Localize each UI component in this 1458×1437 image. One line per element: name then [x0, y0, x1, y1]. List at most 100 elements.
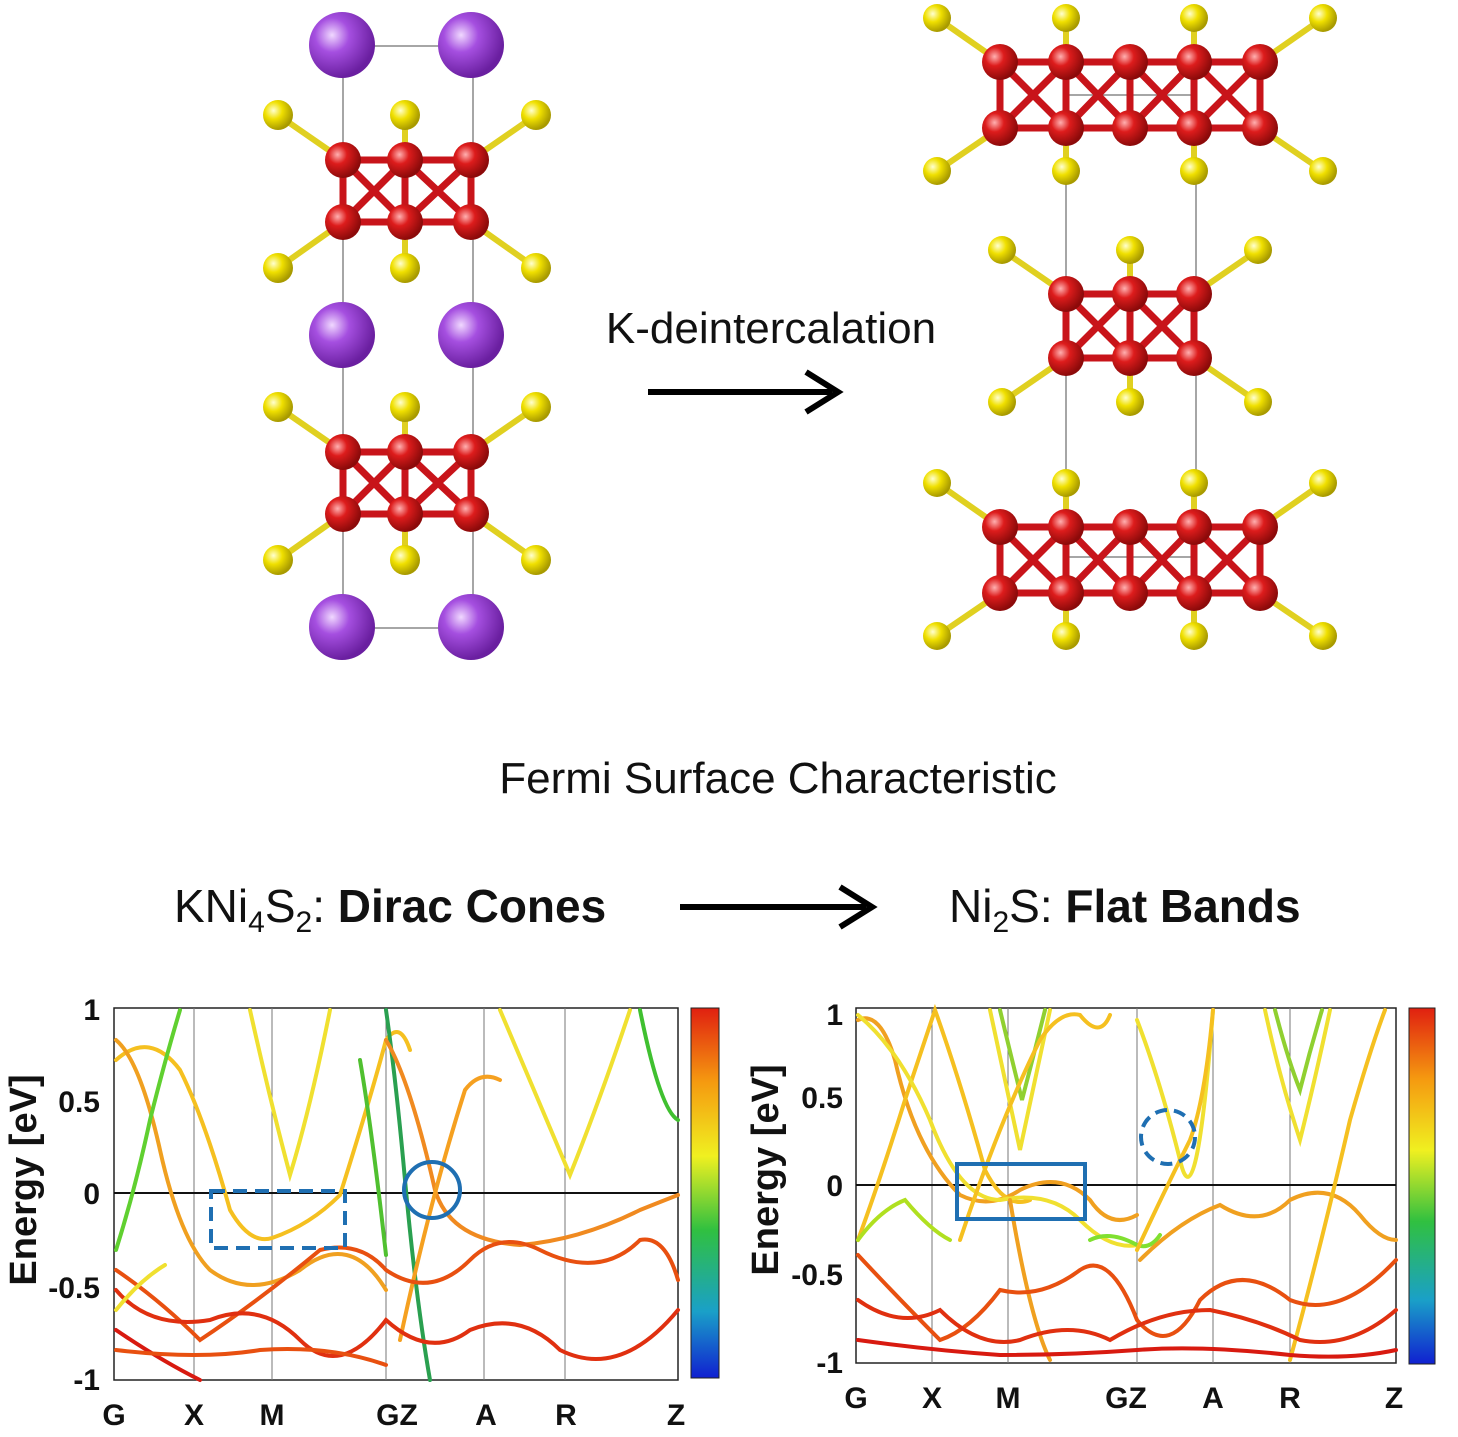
ni-atom	[1112, 276, 1148, 312]
s-atom	[263, 100, 293, 130]
colorbar	[690, 1007, 720, 1379]
s-atom	[263, 253, 293, 283]
ytick: -0.5	[48, 1272, 100, 1305]
ni-atom	[1048, 44, 1084, 80]
k-atom	[438, 302, 504, 368]
deintercalation-label: K-deintercalation	[606, 304, 936, 353]
k-atom	[309, 594, 375, 660]
s-atom	[1116, 388, 1144, 416]
ni-atom	[982, 509, 1018, 545]
kpoint-label: R	[555, 1399, 577, 1432]
kpoint-label: Z	[1385, 1382, 1403, 1415]
ni-atom	[453, 142, 489, 178]
y-axis-label: Energy [eV]	[745, 1064, 787, 1275]
section-title: Fermi Surface Characteristic	[499, 754, 1056, 803]
ytick: 1	[83, 994, 100, 1027]
s-atom	[1309, 4, 1337, 32]
s-atom	[1052, 622, 1080, 650]
s-atom	[923, 4, 951, 32]
ni-atom	[1176, 575, 1212, 611]
bands	[856, 1003, 1398, 1362]
ytick: -1	[816, 1347, 843, 1380]
dirac-highlight-box	[209, 1189, 347, 1250]
ni-atom	[453, 204, 489, 240]
s-atom	[923, 622, 951, 650]
ni-s-block-top	[263, 100, 551, 283]
s-atom	[1052, 157, 1080, 185]
ni-atom	[387, 434, 423, 470]
flat-band-highlight-box	[955, 1162, 1087, 1221]
heading-arrow	[680, 884, 878, 930]
deintercalation-arrow	[648, 369, 844, 415]
ni-atom	[453, 496, 489, 532]
ni-atom	[325, 496, 361, 532]
s-atom	[1116, 236, 1144, 264]
kpoint-label: A	[475, 1399, 497, 1432]
kpoint-label: X	[184, 1399, 204, 1432]
ni-atom	[1242, 44, 1278, 80]
kpoint-label: GZ	[1105, 1382, 1147, 1415]
k-atom	[438, 12, 504, 78]
ni-atom	[387, 204, 423, 240]
ytick: -0.5	[791, 1259, 843, 1292]
s-atom	[1309, 622, 1337, 650]
ni-atom	[325, 142, 361, 178]
s-atom	[1244, 236, 1272, 264]
kpoint-label: G	[102, 1399, 125, 1432]
s-atom	[390, 545, 420, 575]
ni-atom	[1112, 575, 1148, 611]
ni-atom	[1112, 110, 1148, 146]
ni-s-wide-block-top	[923, 4, 1337, 185]
ni-atom	[1176, 44, 1212, 80]
ytick: 0.5	[801, 1082, 843, 1115]
ytick: 0	[826, 1170, 843, 1203]
kpoint-label: A	[1202, 1382, 1224, 1415]
ni-atom	[1242, 509, 1278, 545]
kpoint-label: M	[996, 1382, 1021, 1415]
kpoint-label: Z	[667, 1399, 685, 1432]
s-atom	[390, 253, 420, 283]
s-atom	[1180, 157, 1208, 185]
band-plot-kni4s2: 1 0.5 0 -0.5 -1 Energy [eV] G X M GZ A R…	[3, 994, 720, 1432]
ni-atom	[1242, 575, 1278, 611]
crossing-circle	[1139, 1108, 1197, 1166]
s-atom	[923, 157, 951, 185]
ni-atom	[325, 204, 361, 240]
ytick: 0.5	[58, 1086, 100, 1119]
ni-atom	[1176, 509, 1212, 545]
s-atom	[521, 545, 551, 575]
s-atom	[521, 253, 551, 283]
ni-atom	[982, 110, 1018, 146]
ni-s-narrow-block	[988, 236, 1272, 416]
s-atom	[1180, 622, 1208, 650]
ni-atom	[1176, 340, 1212, 376]
s-atom	[988, 236, 1016, 264]
ni-atom	[1048, 509, 1084, 545]
s-atom	[1052, 469, 1080, 497]
ni-atom	[1048, 340, 1084, 376]
ni-atom	[1112, 340, 1148, 376]
kpoint-label: R	[1279, 1382, 1301, 1415]
s-atom	[1309, 469, 1337, 497]
ni-atom	[387, 142, 423, 178]
s-atom	[263, 392, 293, 422]
ni-atom	[1048, 110, 1084, 146]
right-heading: Ni2S: Flat Bands	[949, 880, 1301, 939]
s-atom	[1309, 157, 1337, 185]
ni-atom	[325, 434, 361, 470]
ytick: 1	[826, 999, 843, 1032]
ni-atom	[1242, 110, 1278, 146]
ni-atom	[1048, 276, 1084, 312]
y-axis-label: Energy [eV]	[3, 1074, 45, 1285]
ni-atom	[982, 575, 1018, 611]
s-atom	[1244, 388, 1272, 416]
kpoint-label: X	[922, 1382, 942, 1415]
ni-atom	[453, 434, 489, 470]
dirac-cone-circle	[402, 1160, 462, 1220]
s-atom	[390, 392, 420, 422]
ni-atom	[387, 496, 423, 532]
s-atom	[521, 100, 551, 130]
s-atom	[263, 545, 293, 575]
ni-s-wide-block-bottom	[923, 469, 1337, 650]
